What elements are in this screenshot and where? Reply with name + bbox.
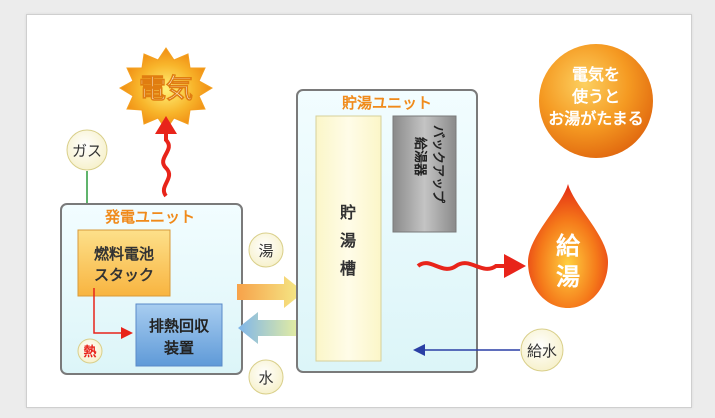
electricity-arrow-head xyxy=(155,116,177,134)
hot-water-supply-arrow-head xyxy=(504,254,526,278)
backup-heater-line2: 給湯器 xyxy=(412,137,428,177)
water-supply-circle xyxy=(520,328,564,372)
electricity-arrow xyxy=(161,134,172,198)
heat-label: 熱 xyxy=(83,344,96,360)
exhaust-heat-recovery-line2: 装置 xyxy=(163,339,194,357)
gas-circle xyxy=(66,129,108,171)
hot-water-flow-arrow xyxy=(237,276,304,308)
badge-line1: 電気を xyxy=(572,65,620,84)
backup-heater-box xyxy=(392,115,457,233)
hot-water-supply-char2: 湯 xyxy=(556,263,580,291)
storage-tank-char3: 槽 xyxy=(340,259,356,278)
power-unit-title: 発電ユニット xyxy=(104,208,195,226)
heat-circle xyxy=(77,338,103,364)
water-return-flow-arrow xyxy=(238,312,304,344)
badge-line2: 使うと xyxy=(571,87,620,106)
hot-water-circle xyxy=(248,232,284,268)
water-supply-label: 給水 xyxy=(527,342,557,360)
exhaust-heat-recovery-line1: 排熱回収 xyxy=(149,317,210,335)
gas-label: ガス xyxy=(72,142,102,160)
fuel-cell-stack-line2: スタック xyxy=(94,266,154,284)
fuel-cell-stack-box xyxy=(77,229,171,297)
water-circle xyxy=(248,359,284,395)
storage-tank-char2: 湯 xyxy=(340,231,356,250)
hot-water-supply-char1: 給 xyxy=(556,232,581,260)
electricity-label: 電気 xyxy=(139,73,193,105)
hot-water-label: 湯 xyxy=(258,242,273,260)
backup-heater-line1: バックアップ xyxy=(430,125,445,204)
storage-unit-title: 貯湯ユニット xyxy=(342,94,432,112)
storage-tank-box xyxy=(315,115,382,362)
storage-tank-char1: 貯 xyxy=(340,203,356,222)
hot-water-supply-arrow xyxy=(416,261,504,271)
heat-line xyxy=(93,288,133,339)
exhaust-heat-recovery-box xyxy=(135,303,223,367)
fuel-cell-stack-line1: 燃料電池 xyxy=(94,245,154,263)
badge-line3: お湯がたまる xyxy=(548,109,644,128)
electricity-use-badge xyxy=(539,44,653,158)
water-label: 水 xyxy=(258,369,273,387)
hot-water-supply-drop xyxy=(528,184,608,308)
